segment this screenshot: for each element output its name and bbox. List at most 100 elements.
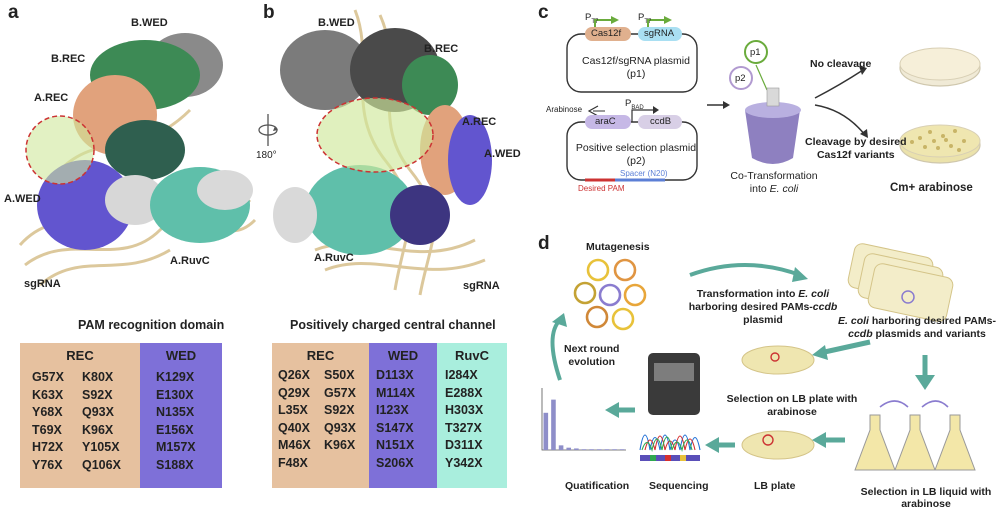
residue: Y76X (32, 457, 63, 472)
residue: K96X (82, 422, 114, 437)
quantification-label: Quatification (565, 480, 630, 492)
label-a-aruvc: A.RuvC (170, 255, 210, 267)
residue: K96X (324, 438, 356, 452)
cleavage-label: Cleavage by desired Cas12f variants (805, 136, 907, 162)
table-b-wed-list: D113X M114X I123X S147X N151X S206X (376, 367, 415, 472)
table-b-rec-col1: Q26X Q29X L35X Q40X M46X F48X (278, 367, 311, 472)
label-b-aruvc: A.RuvC (314, 252, 354, 264)
table-a-wed-list: K129X E130X N135X E156X M157X S188X (156, 369, 196, 474)
residue: E130X (156, 387, 194, 402)
table-b-rec-col2: S50X G57X S92X Q93X K96X (324, 367, 356, 455)
tube-p1-label: p1 (750, 47, 761, 58)
p2-gene-arac: araC (595, 116, 616, 127)
residue: F48X (278, 455, 308, 470)
chart-bar (612, 449, 617, 450)
cleavage-line2: Cas12f variants (816, 149, 895, 161)
table-a-rec-col1: G57X K63X Y68X T69X H72X Y76X (32, 369, 64, 474)
p2-name: Positive selection plasmid (575, 142, 697, 154)
table-b-ruvc-column: RuvC I284X E288X H303X T327X D311X Y342X (437, 343, 507, 488)
promoter-letter: P (585, 12, 592, 23)
residue: Q29X (278, 385, 310, 400)
label-a-brec: B.REC (51, 53, 86, 65)
label-a-awed: A.WED (4, 193, 41, 205)
residue: H72X (32, 440, 64, 454)
harbor-text2: plasmids and variants (872, 328, 986, 340)
panel-letter-d: d (538, 233, 550, 254)
table-b-wed-column: WED D113X M114X I123X S147X N151X S206X (369, 343, 437, 488)
cleavage-line1: Cleavage by desired (805, 136, 907, 148)
table-b-rec-header: REC (306, 348, 335, 363)
transform-text3: plasmid (743, 314, 783, 326)
rotation-icon (258, 114, 278, 146)
next-round-label: Next round evolution (564, 343, 619, 369)
residue: D113X (376, 368, 414, 382)
residue: Q106X (82, 457, 121, 472)
cotrans-ecoli: E. coli (769, 183, 799, 195)
residue: S147X (376, 420, 414, 435)
p1-id: (p1) (626, 68, 646, 80)
transform-ecoli: E. coli (798, 288, 830, 300)
table-b-ruvc-list: I284X E288X H303X T327X D311X Y342X (445, 367, 483, 472)
table-b-ruvc-header: RuvC (455, 348, 489, 363)
table-title-b: Positively charged central channel (290, 318, 496, 332)
transformation-label: Transformation into E. coli harboring de… (683, 288, 843, 327)
transform-text2: harboring desired PAMs- (688, 301, 813, 313)
label-b-brec: B.REC (424, 43, 459, 55)
residue: M46X (278, 438, 311, 452)
table-a-wed-column: WED K129X E130X N135X E156X M157X S188X (140, 343, 222, 488)
promoter-sub: T7 (644, 18, 652, 25)
residue: T327X (445, 420, 482, 435)
spacer-label: Spacer (N20) (620, 169, 668, 178)
chart-bar (551, 399, 556, 450)
residue: S188X (156, 457, 194, 472)
table-a-rec-header: REC (66, 348, 94, 363)
cotrans-line1: Co-Transformation (730, 170, 818, 182)
cotransformation-label: Co-Transformation into E. coli (724, 170, 824, 196)
residue: E156X (156, 422, 194, 437)
residue: Q93X (324, 420, 356, 435)
residue: N151X (376, 438, 415, 452)
label-b-sgrna: sgRNA (463, 280, 500, 292)
pbad-promoter: PBAD (625, 98, 644, 111)
p1-gene-sgrna: sgRNA (644, 28, 675, 39)
no-cleavage-label: No cleavage (810, 58, 872, 70)
pam-label: Desired PAM (578, 184, 625, 193)
residue: T69X (32, 422, 62, 437)
p2-gene-ccdb: ccdB (650, 116, 672, 127)
residue: K63X (32, 387, 64, 402)
selection-liquid-line2: arabinose (901, 498, 951, 510)
next-round-line2: evolution (568, 356, 616, 368)
arabinose-label: Arabinose (546, 105, 583, 114)
label-a-sgrna: sgRNA (24, 278, 61, 290)
selection-plate-line2: arabinose (767, 406, 817, 418)
residue: E288X (445, 385, 483, 400)
p2-id: (p2) (626, 155, 646, 167)
residue: M114X (376, 385, 415, 400)
residue: S92X (82, 387, 113, 402)
panel-d-graphics (550, 243, 976, 471)
residue: G57X (32, 370, 64, 384)
residue: S50X (324, 368, 355, 382)
residue: Q26X (278, 368, 310, 382)
promoter-sub: T7 (591, 18, 599, 25)
chart-bar (566, 447, 572, 450)
residue: N135X (156, 405, 195, 419)
table-b-wed-header: WED (387, 348, 419, 363)
cotrans-line2: into (749, 183, 770, 195)
next-round-line1: Next round (564, 343, 620, 355)
chart-bar (558, 445, 564, 450)
harboring-label: E. coli harboring desired PAMs- ccdb pla… (838, 315, 996, 341)
residue: L35X (278, 403, 308, 417)
panel-letter-b: b (263, 2, 275, 23)
residue: Y68X (32, 405, 63, 419)
cm-arabinose-label: Cm+ arabinose (890, 182, 973, 194)
promoter-sub: BAD (631, 104, 644, 111)
residue: Y342X (445, 455, 483, 470)
p1-promoter1: PT7 (585, 12, 598, 25)
tube-p2-label: p2 (735, 73, 746, 84)
selection-liquid-line1: Selection in LB liquid with (860, 486, 992, 498)
residue: Q93X (82, 405, 114, 419)
panel-c-graphics (566, 16, 981, 182)
protein-structure-a (18, 33, 257, 287)
promoter-letter: P (625, 98, 632, 109)
